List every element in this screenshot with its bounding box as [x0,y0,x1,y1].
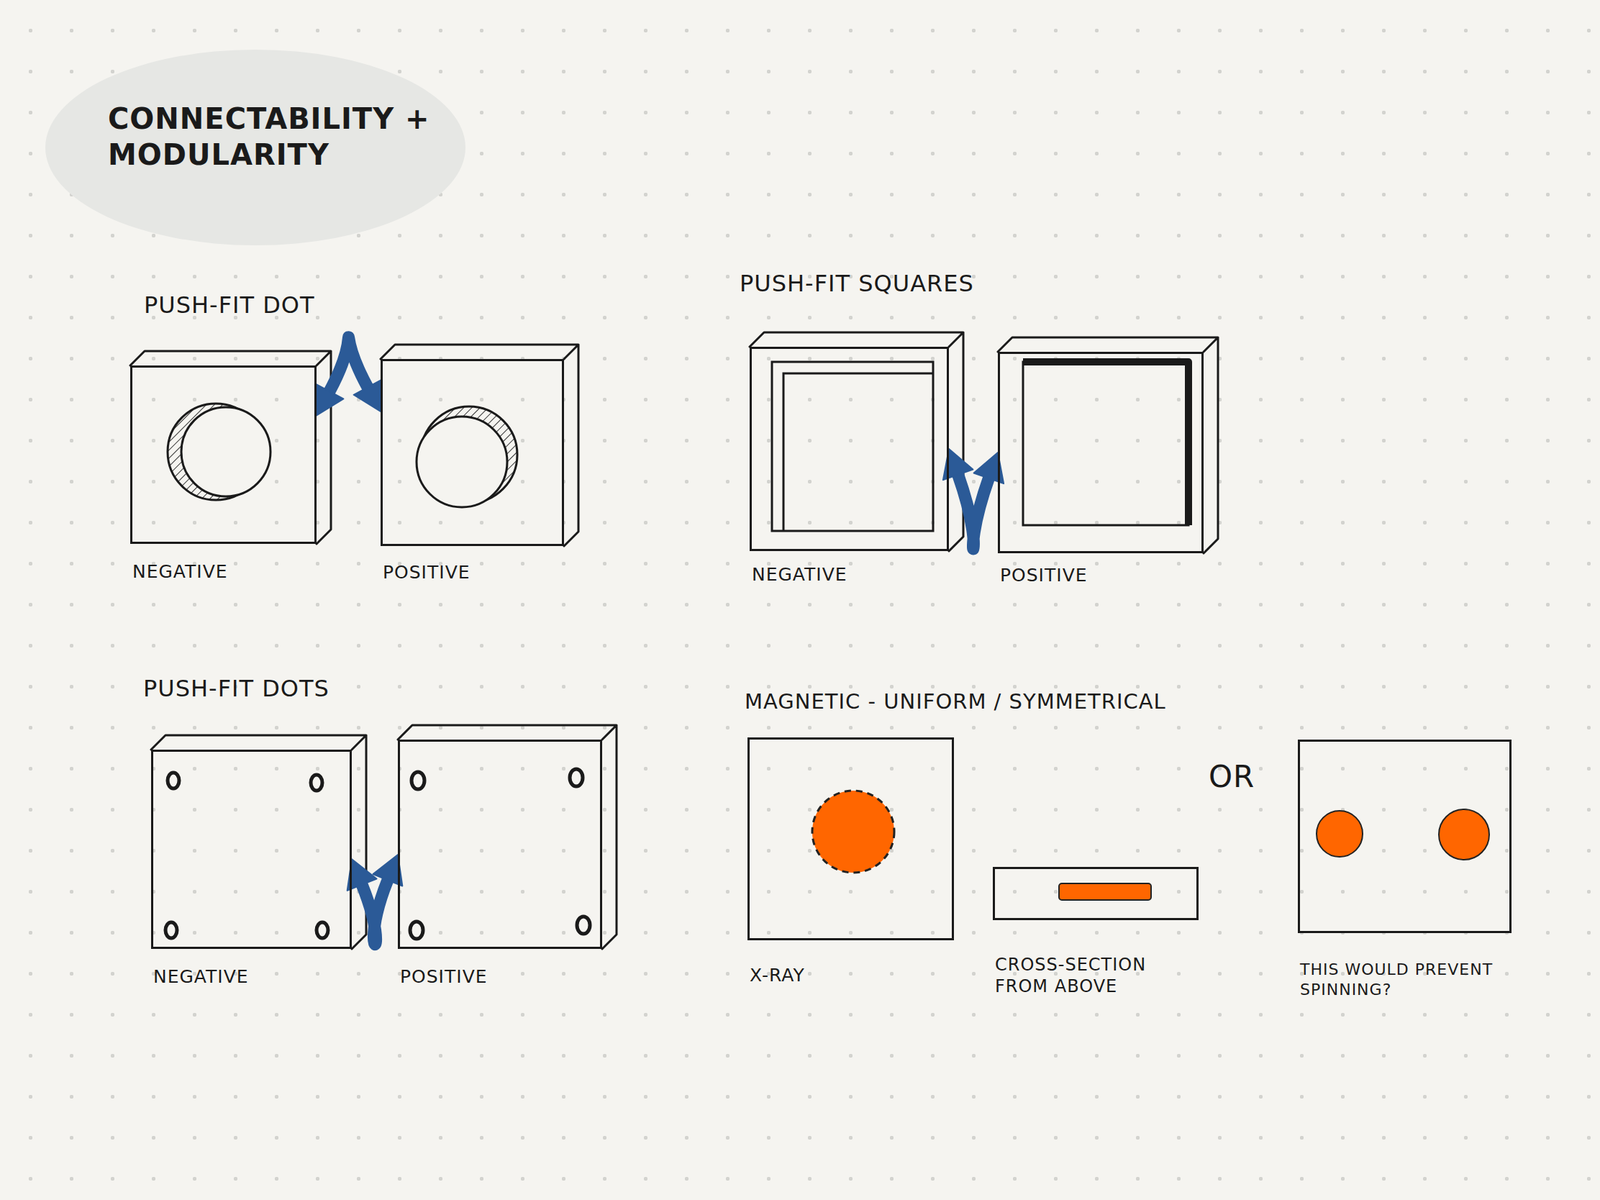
section-heading: PUSH-FIT SQUARES [739,269,975,298]
block-label: POSITIVE [382,561,471,584]
magnet [812,790,895,873]
or-note: OR [1208,758,1255,795]
recess-circle [181,407,271,497]
peg [411,771,425,790]
hole [310,774,323,791]
block-label: NEGATIVE [132,560,229,583]
square-recess-depth [783,373,934,531]
curved-arrow [347,854,403,945]
magnet-outline [812,790,895,873]
block-label: POSITIVE [400,965,488,988]
block-label: CROSS-SECTION FROM ABOVE [994,953,1183,998]
magnet-section [1058,883,1152,900]
arrow-shaft [958,474,990,549]
sketch-block: NEGATIVE [749,346,949,552]
cube-depth [380,344,579,547]
cube-depth [997,337,1218,554]
arrow-head [353,379,383,412]
magnet [1316,810,1363,857]
hole [165,922,177,939]
peg [569,769,583,787]
cube-depth [151,735,367,949]
peg [576,916,590,934]
sketch-block: CROSS-SECTION FROM ABOVE [992,866,1199,921]
curved-arrow [315,337,383,416]
block-label: THIS WOULD PREVENT SPINNING? [1300,959,1531,1000]
section-heading: PUSH-FIT DOTS [143,674,330,703]
sketch-block: POSITIVE [997,351,1204,554]
block-label: POSITIVE [1000,564,1088,587]
sketch-block: POSITIVE [397,739,603,949]
square-boss-edge [1023,361,1189,526]
block-label: NEGATIVE [153,965,249,988]
boss-circle [416,416,508,508]
sketch-block: X-RAY [747,737,954,941]
cube-depth [749,332,964,552]
section-heading: PUSH-FIT DOT [143,291,316,319]
sketch-block: NEGATIVE [130,365,317,544]
curved-arrow [943,448,1004,549]
square-recess [771,361,934,531]
magnet [1438,809,1490,860]
peg [410,921,424,939]
section-heading: MAGNETIC - UNIFORM / SYMMETRICAL [744,689,1167,714]
title-blob [45,49,466,246]
diagram-title: CONNECTABILITY + MODULARITY [107,100,447,173]
sketch-block: NEGATIVE [151,749,352,949]
arrow-shaft [329,337,368,392]
sketch-block: THIS WOULD PREVENT SPINNING? [1297,739,1512,934]
sketch-block: POSITIVE [380,358,565,547]
arrow-head [315,384,344,416]
hole [167,772,180,789]
block-label: NEGATIVE [751,563,848,586]
block-label: X-RAY [749,964,806,987]
cube-depth [130,351,331,544]
arrow-shaft [361,879,388,944]
square-boss [1023,361,1189,526]
cube-depth [397,725,617,949]
hole [316,922,329,939]
